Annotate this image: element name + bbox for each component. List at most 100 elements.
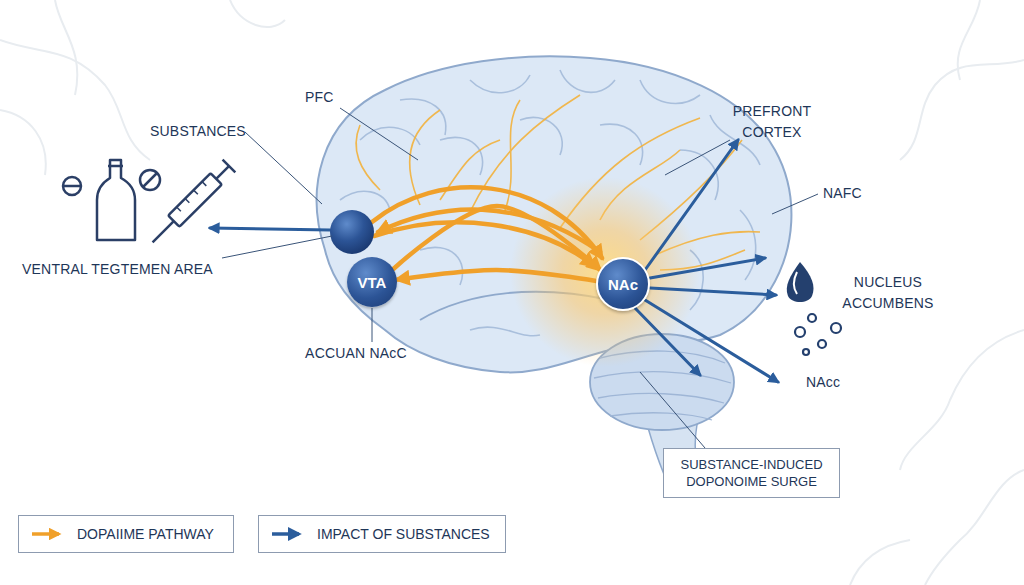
dopamine-arrows bbox=[378, 210, 600, 252]
substance-icons bbox=[97, 160, 135, 240]
background-branches bbox=[900, 330, 1024, 470]
brain-gyri bbox=[340, 191, 390, 210]
brain-gyri bbox=[640, 80, 700, 103]
dopamine-pathway-arrow bbox=[393, 206, 600, 270]
brain-gyri bbox=[360, 127, 420, 145]
substance-icons bbox=[194, 190, 198, 194]
legend-item: IMPACT OF SUBSTANCES bbox=[258, 515, 506, 553]
legend-item: DOPAIIME PATHWAY bbox=[18, 515, 234, 553]
substance-icons bbox=[146, 160, 235, 249]
substance-icons bbox=[63, 160, 235, 249]
leader-lines bbox=[372, 308, 373, 342]
node-text: SUBSTANCE-INDUCED DOPONOIME SURGE bbox=[672, 456, 831, 490]
substance-icons bbox=[168, 173, 222, 227]
substance-icons bbox=[140, 170, 160, 190]
node-text: NAc bbox=[608, 276, 638, 293]
substance-icons bbox=[216, 166, 229, 179]
cerebellum bbox=[594, 372, 731, 383]
dopamine-pathway-arrow bbox=[397, 270, 596, 281]
background-branches bbox=[230, 0, 285, 27]
brain-gyri bbox=[400, 99, 446, 135]
receptor-icon bbox=[818, 340, 826, 348]
dopamine-branches bbox=[356, 95, 760, 270]
legend-text: IMPACT OF SUBSTANCES bbox=[317, 526, 490, 542]
leader-lines bbox=[222, 236, 332, 258]
callout-box: SUBSTANCE-INDUCED DOPONOIME SURGE bbox=[663, 448, 840, 498]
receptor-icon bbox=[808, 314, 816, 322]
cerebellum bbox=[598, 393, 724, 403]
legend-arrow bbox=[272, 532, 299, 536]
receptor-icon bbox=[794, 272, 797, 294]
callout-label: NUCLEUS ACCUMBENS bbox=[832, 272, 944, 314]
leader-lines bbox=[245, 132, 322, 204]
substance-icons bbox=[202, 182, 206, 186]
callout-label: NAFC bbox=[823, 183, 883, 204]
brain-gyri bbox=[740, 210, 756, 280]
receptor-icon bbox=[795, 327, 805, 337]
receptor-icon bbox=[831, 323, 841, 333]
legend-swatch bbox=[269, 526, 309, 542]
cerebellum bbox=[610, 413, 712, 420]
substance-icons bbox=[153, 221, 174, 242]
substance-icons bbox=[64, 185, 80, 188]
callout-label: VENTRAL TEGTEMEN AREA bbox=[22, 259, 232, 280]
nac-glow bbox=[510, 177, 700, 367]
substance-icons bbox=[185, 199, 189, 203]
callout-label: SUBSTANCES bbox=[150, 121, 260, 142]
legend-swatch bbox=[29, 526, 69, 542]
receptor-icon bbox=[787, 262, 841, 355]
substance-impact-arrows bbox=[210, 140, 778, 382]
brain-gyri bbox=[560, 70, 615, 92]
nac-glow bbox=[510, 177, 700, 367]
substance-impact-arrows bbox=[210, 228, 330, 230]
node-text: VTA bbox=[358, 274, 387, 291]
substance-impact-arrows bbox=[635, 308, 700, 375]
substance-impact-arrows bbox=[645, 140, 738, 270]
leader-lines bbox=[222, 108, 818, 448]
callout-label: PFC bbox=[305, 87, 365, 108]
legend-text: DOPAIIME PATHWAY bbox=[77, 526, 214, 542]
upper-circle bbox=[330, 210, 374, 254]
substance-icons bbox=[143, 173, 157, 187]
background-branches bbox=[900, 60, 1024, 160]
vta-circle: VTA bbox=[347, 257, 397, 307]
background-branches bbox=[55, 0, 77, 95]
substance-impact-arrows bbox=[650, 288, 776, 295]
receptor-icon bbox=[787, 262, 814, 302]
legend-arrow bbox=[32, 532, 59, 536]
substance-icons bbox=[177, 207, 181, 211]
leader-lines bbox=[772, 194, 818, 214]
background-branches bbox=[958, 0, 980, 80]
brain-gyri bbox=[470, 75, 530, 93]
substance-icons bbox=[223, 160, 236, 173]
background-branches bbox=[0, 110, 46, 175]
substance-icons bbox=[108, 165, 123, 168]
dopamine-arrows bbox=[372, 187, 602, 266]
receptor-icon bbox=[795, 314, 841, 355]
upper-circle bbox=[330, 210, 374, 254]
brain-gyri bbox=[600, 124, 643, 165]
brain-gyri bbox=[420, 247, 463, 285]
substance-icons bbox=[63, 177, 81, 195]
receptor-icon bbox=[803, 349, 809, 355]
dopamine-branches bbox=[356, 125, 380, 190]
callout-label: NAcc bbox=[806, 372, 866, 393]
nac-circle: NAc bbox=[596, 257, 650, 311]
leader-lines bbox=[340, 108, 418, 160]
leader-lines bbox=[640, 372, 705, 448]
brain-outline bbox=[317, 56, 792, 372]
background-branches bbox=[850, 540, 910, 585]
callout-label: ACCUAN NAcC bbox=[286, 343, 426, 364]
brain-outline bbox=[317, 56, 792, 372]
leader-lines bbox=[665, 140, 730, 175]
substance-impact-arrows bbox=[650, 258, 765, 278]
callout-label: PREFRONT CORTEX bbox=[722, 101, 822, 143]
background-branches bbox=[925, 470, 1024, 585]
